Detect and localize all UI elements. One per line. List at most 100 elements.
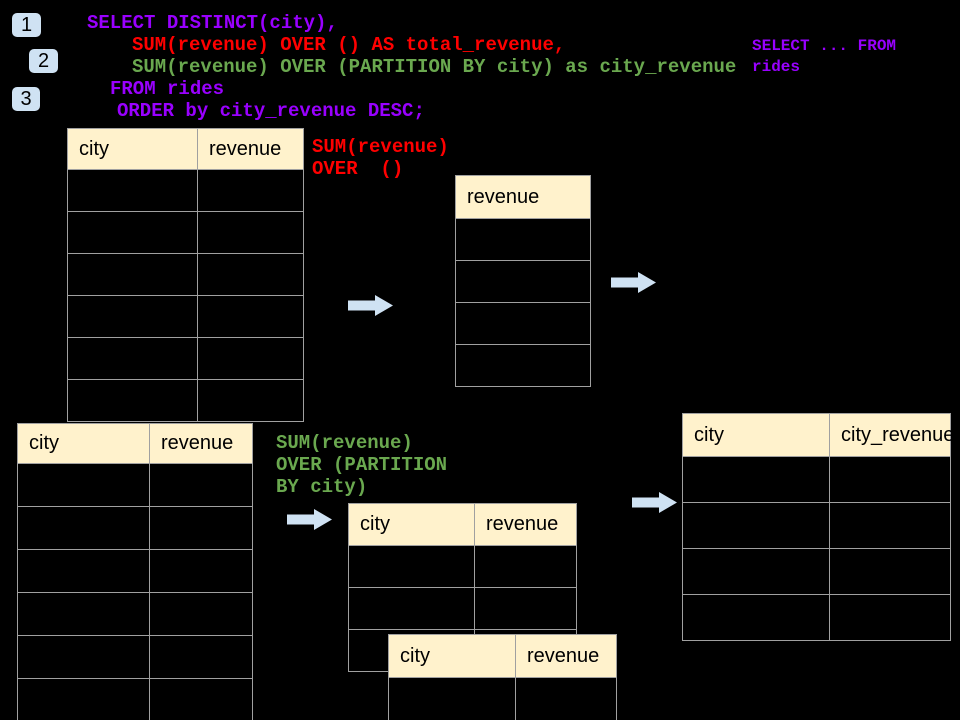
table-row: [17, 635, 253, 679]
data-table: revenue: [455, 175, 591, 387]
column-header-revenue: revenue: [515, 634, 617, 678]
empty-cell: [67, 379, 198, 422]
table-row: [17, 549, 253, 593]
arrow-right-icon: [611, 272, 656, 293]
table-row: [455, 218, 591, 261]
empty-cell: [455, 260, 591, 303]
column-header-city: city: [67, 128, 198, 170]
arrow-right-icon: [632, 492, 677, 513]
empty-cell: [682, 594, 830, 641]
note-sum-over-total: SUM(revenue)OVER (): [312, 136, 449, 180]
column-header-revenue: revenue: [474, 503, 577, 546]
table-row: [682, 594, 951, 641]
empty-cell: [682, 548, 830, 595]
table-row: [348, 587, 577, 630]
empty-cell: [455, 302, 591, 345]
table-row: [67, 337, 304, 380]
table-row: [17, 678, 253, 720]
note-line: SUM(revenue): [312, 136, 449, 158]
empty-cell: [197, 295, 304, 338]
table-row: [455, 302, 591, 345]
column-header-city_revenue: city_revenue: [829, 413, 954, 457]
empty-cell: [455, 344, 591, 387]
note-line: OVER (): [312, 158, 404, 180]
empty-cell: [17, 549, 150, 593]
table-row: [67, 379, 304, 422]
empty-cell: [388, 677, 516, 720]
column-header-city: city: [388, 634, 516, 678]
table-row: [67, 211, 304, 254]
empty-cell: [197, 379, 304, 422]
note-line: SELECT ... FROM: [752, 37, 897, 55]
empty-cell: [149, 506, 253, 550]
table-row: [455, 344, 591, 387]
empty-cell: [17, 592, 150, 636]
table-row: [682, 548, 951, 595]
step-badge-3: 3: [12, 87, 40, 111]
table-row: [67, 253, 304, 296]
empty-cell: [67, 211, 198, 254]
sql-line-sum-over: SUM(revenue) OVER () AS total_revenue,: [132, 34, 566, 56]
sql-line-from: FROM rides: [110, 78, 225, 100]
step-badge-2: 2: [29, 49, 58, 73]
arrow-right-icon: [348, 295, 393, 316]
empty-cell: [829, 594, 951, 641]
column-header-revenue: revenue: [149, 423, 253, 464]
empty-cell: [17, 463, 150, 507]
sql-line-sum-partition: SUM(revenue) OVER (PARTITION BY city) as…: [132, 56, 737, 78]
column-header-city: city: [17, 423, 150, 464]
header-row: revenue: [455, 175, 591, 219]
table-row: [682, 456, 951, 503]
empty-cell: [17, 635, 150, 679]
note-line: SUM(revenue): [276, 432, 413, 454]
empty-cell: [348, 587, 475, 630]
table-row: [17, 506, 253, 550]
empty-cell: [17, 506, 150, 550]
sql-line-order: ORDER by city_revenue DESC;: [117, 100, 425, 122]
empty-cell: [17, 678, 150, 720]
empty-cell: [149, 678, 253, 720]
empty-cell: [455, 218, 591, 261]
table-row: [348, 545, 577, 588]
empty-cell: [67, 169, 198, 212]
empty-cell: [474, 587, 577, 630]
table-row: [455, 260, 591, 303]
empty-cell: [474, 545, 577, 588]
table-row: [17, 592, 253, 636]
empty-cell: [348, 545, 475, 588]
empty-cell: [515, 677, 617, 720]
arrow-right-icon: [287, 509, 332, 530]
note-line: BY city): [276, 476, 368, 498]
note-line: OVER (PARTITION: [276, 454, 448, 476]
table-revenue-only: revenue: [455, 175, 591, 387]
empty-cell: [67, 337, 198, 380]
table-row: [17, 463, 253, 507]
sql-line-select: SELECT DISTINCT(city),: [87, 12, 338, 34]
empty-cell: [149, 592, 253, 636]
empty-cell: [197, 253, 304, 296]
empty-cell: [829, 502, 951, 549]
column-header-revenue: revenue: [455, 175, 591, 219]
empty-cell: [197, 169, 304, 212]
empty-cell: [149, 549, 253, 593]
column-header-revenue: revenue: [197, 128, 304, 170]
empty-cell: [682, 502, 830, 549]
